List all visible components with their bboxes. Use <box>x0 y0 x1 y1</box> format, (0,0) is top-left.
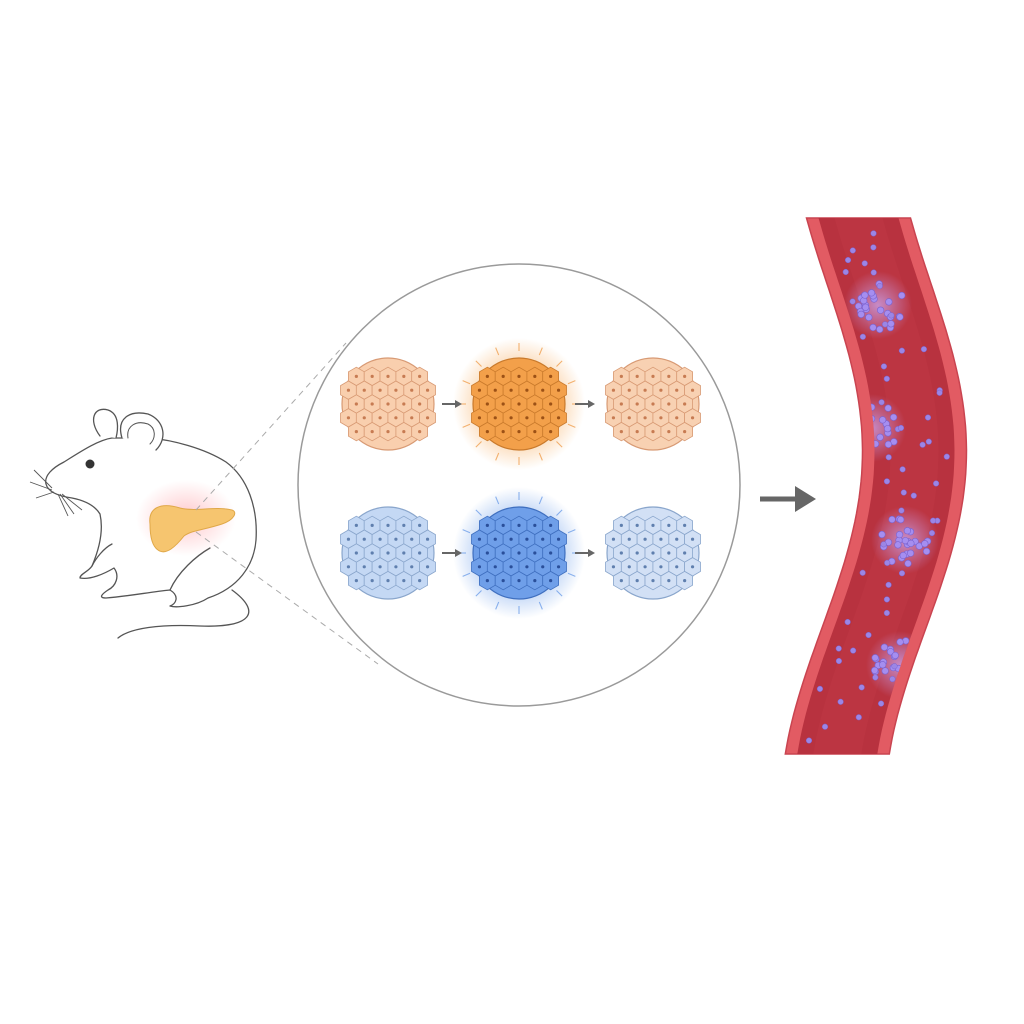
zoom-circle <box>297 263 741 707</box>
islet-cluster-icon <box>340 357 436 451</box>
pancreas-icon <box>149 505 236 553</box>
arrow-right-icon <box>442 549 462 557</box>
whiskers-icon <box>29 469 83 517</box>
zoom-lines <box>195 342 379 665</box>
arrow-right-icon <box>575 549 595 557</box>
islet-cluster-icon <box>453 487 585 619</box>
islet-cluster-icon <box>605 506 701 600</box>
arrow-right-icon <box>575 400 595 408</box>
islet-panel <box>340 338 701 619</box>
blood-particles <box>805 230 950 744</box>
islet-cluster-icon <box>340 506 436 600</box>
blood-vessel-icon <box>784 217 968 755</box>
islet-arrows <box>442 400 595 557</box>
particle-cluster <box>871 506 939 574</box>
islet-cluster-icon <box>453 338 585 470</box>
islet-cluster-icon <box>605 357 701 451</box>
arrow-right-icon <box>442 400 462 408</box>
arrow-right-icon <box>760 486 816 512</box>
particle-cluster <box>844 271 912 339</box>
mouse-eye-icon <box>85 459 95 469</box>
